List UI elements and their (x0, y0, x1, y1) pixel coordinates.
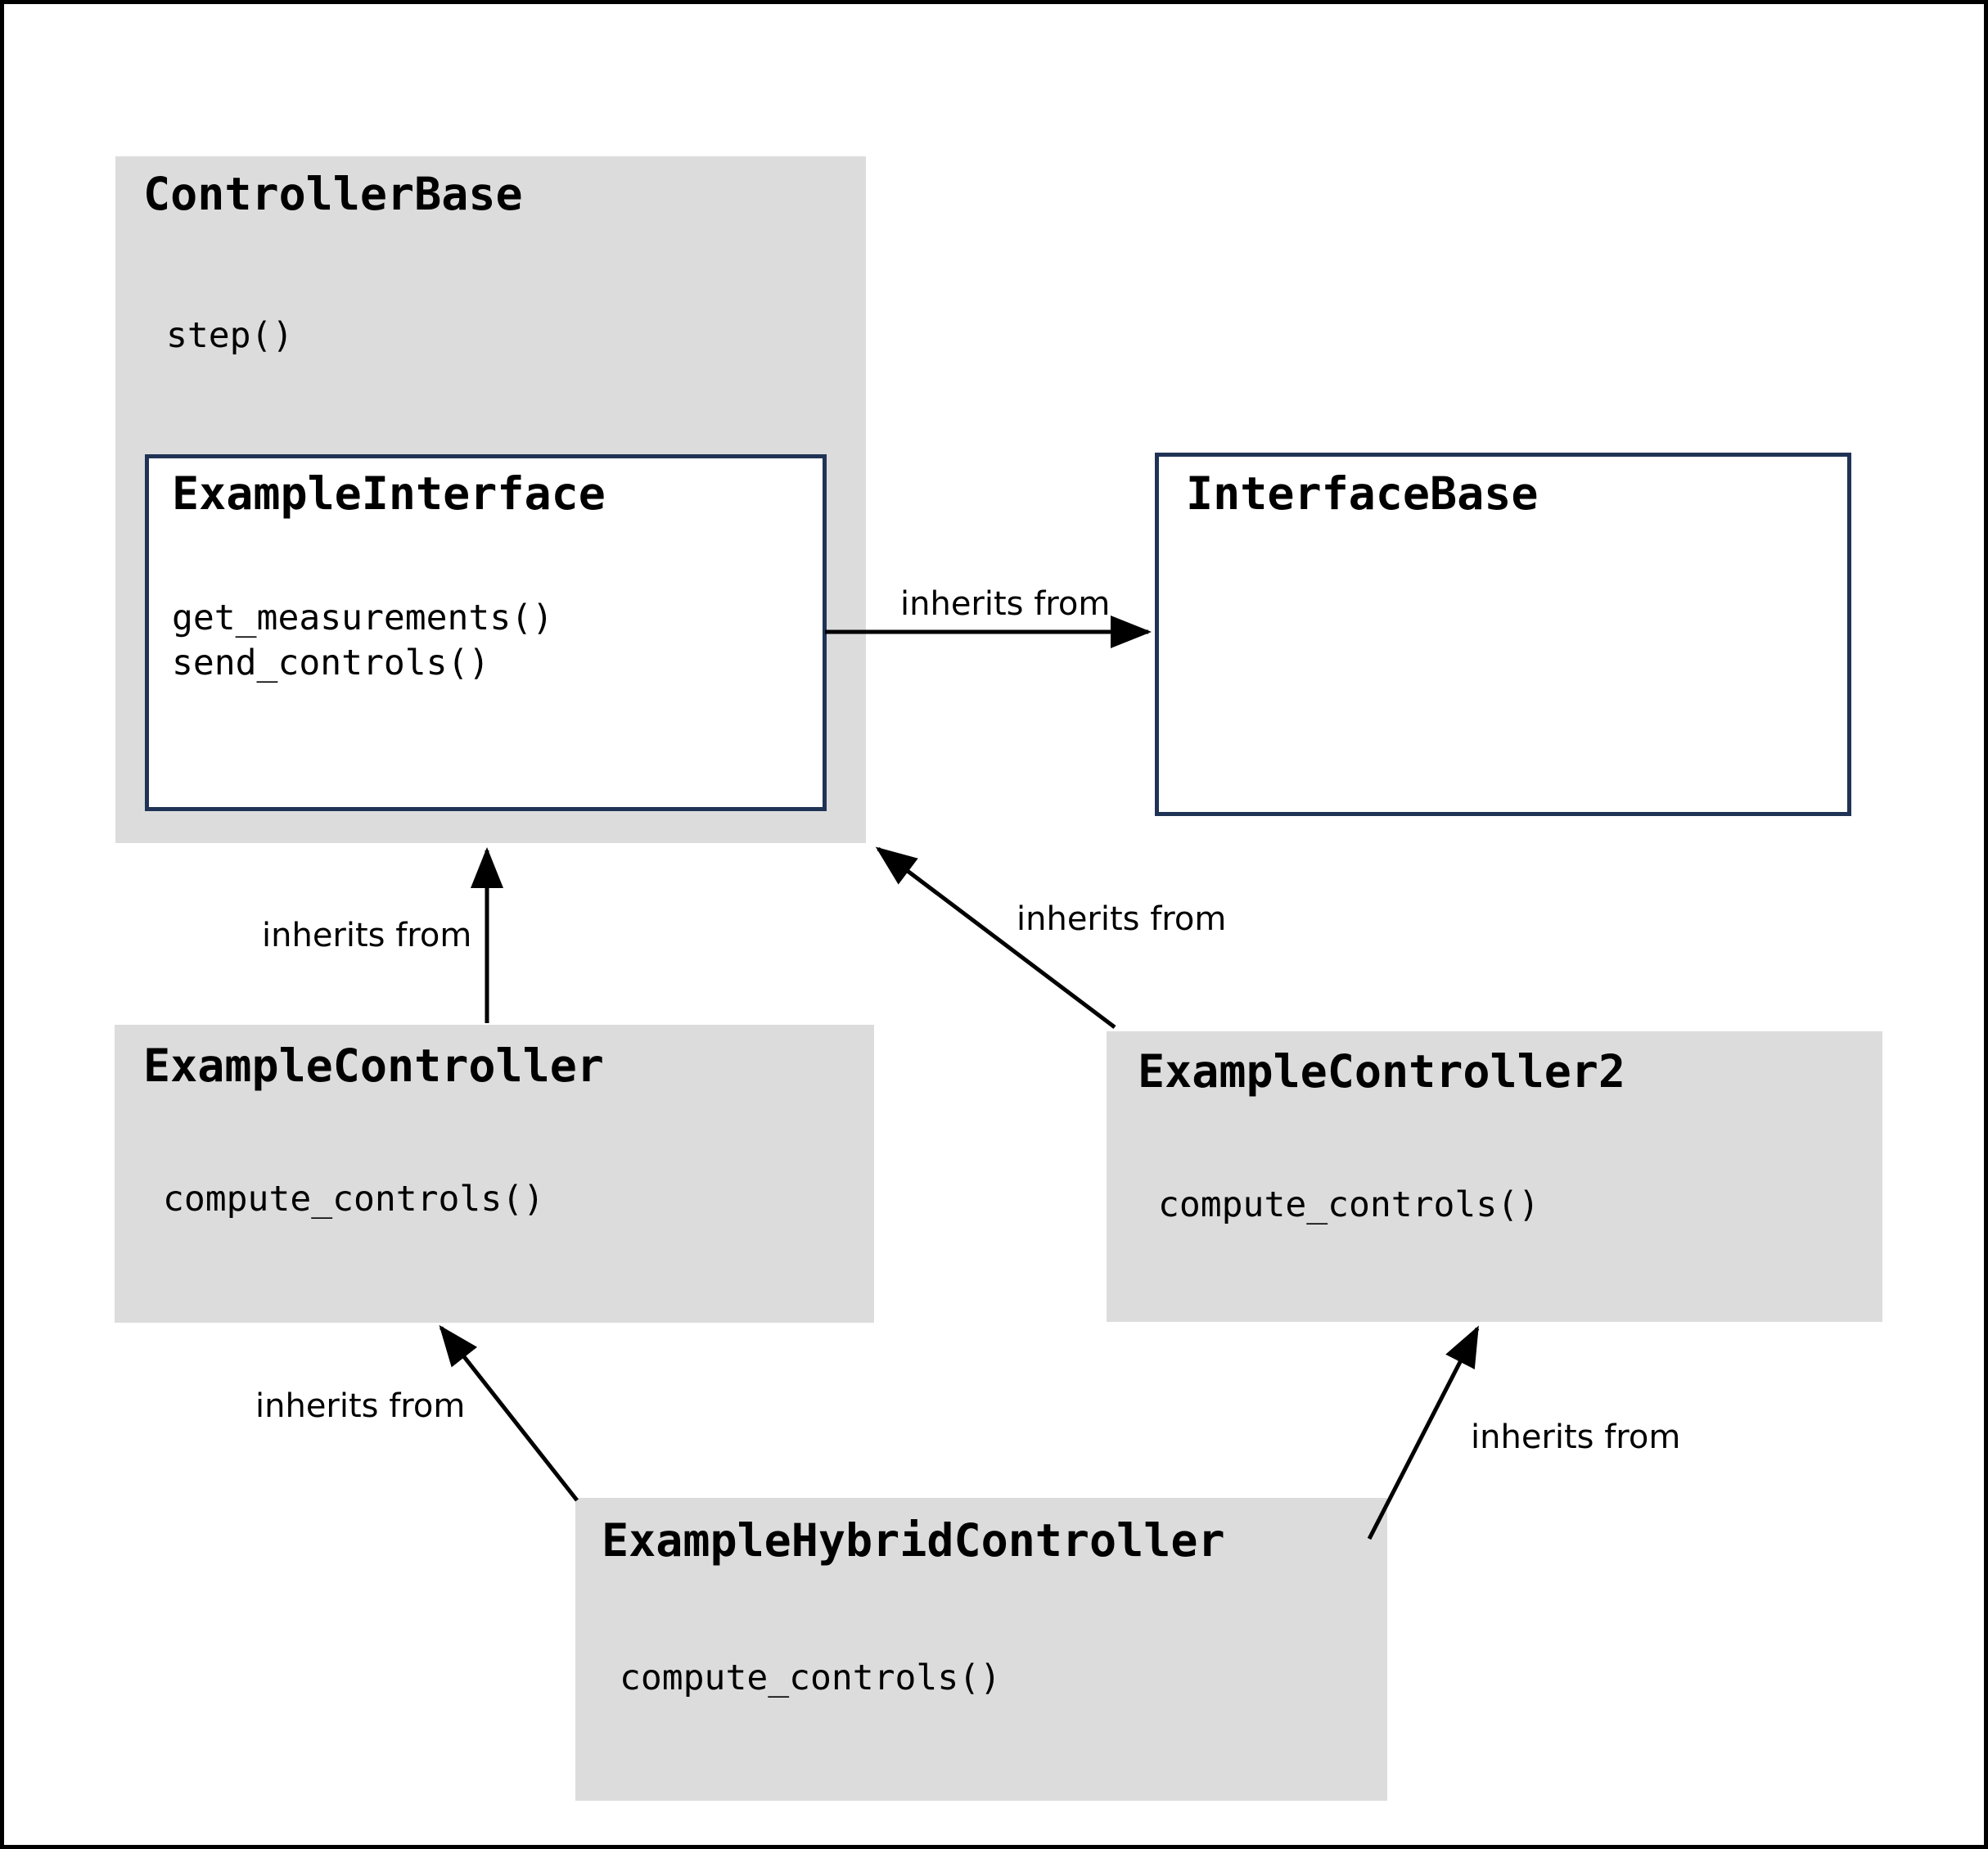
edge-label-interface-to-interfacebase: inherits from (900, 585, 1111, 623)
class-title-controller-base: ControllerBase (143, 168, 523, 220)
class-title-example-controller2: ExampleController2 (1138, 1045, 1626, 1098)
class-method-example-hybrid-controller-compute-controls: compute_controls() (620, 1657, 1001, 1698)
class-method-example-interface-get-measurements: get_measurements() (172, 598, 553, 638)
class-node-example-hybrid-controller[interactable] (575, 1498, 1387, 1801)
edge-label-hybrid-to-controller2: inherits from (1471, 1418, 1681, 1456)
class-node-example-interface[interactable] (145, 454, 827, 811)
edge-label-controller2-to-controllerbase: inherits from (1017, 900, 1227, 938)
class-title-example-interface: ExampleInterface (172, 467, 606, 520)
edge-label-controller-to-controllerbase: inherits from (262, 917, 472, 954)
class-method-example-controller2-compute-controls: compute_controls() (1158, 1184, 1539, 1225)
class-method-example-interface-send-controls: send_controls() (172, 643, 490, 683)
class-method-controller-base-step: step() (166, 315, 294, 356)
edge-label-hybrid-to-controller: inherits from (255, 1387, 466, 1425)
class-title-example-controller: ExampleController (143, 1039, 604, 1092)
class-title-interface-base: InterfaceBase (1186, 467, 1539, 520)
class-method-example-controller-compute-controls: compute_controls() (163, 1179, 544, 1220)
class-node-example-controller2[interactable] (1107, 1031, 1882, 1322)
class-title-example-hybrid-controller: ExampleHybridController (602, 1514, 1225, 1567)
class-node-example-controller[interactable] (115, 1025, 874, 1323)
edge-controller2-to-controllerbase (875, 846, 1116, 1029)
class-node-interface-base[interactable] (1155, 453, 1851, 816)
